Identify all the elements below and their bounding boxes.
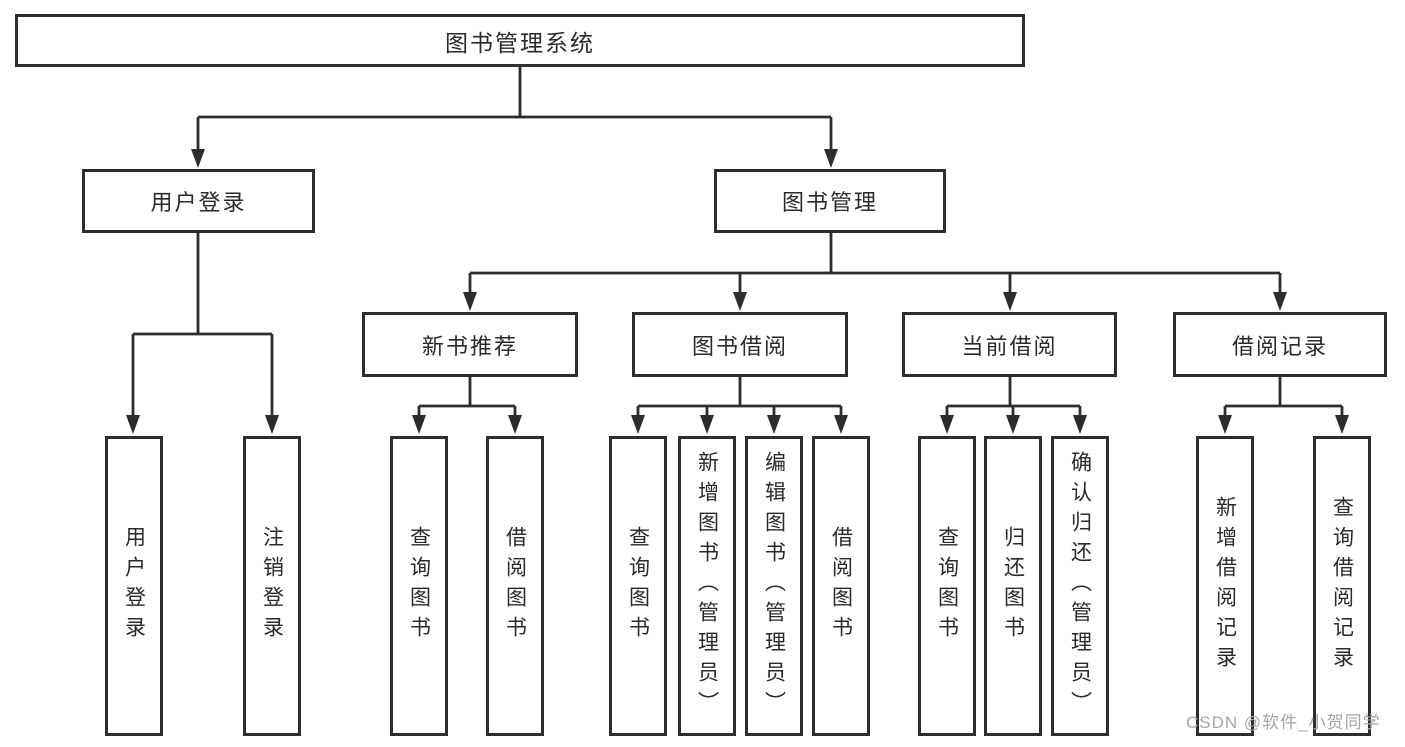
node-user-login: 用户登录 (82, 169, 315, 233)
leaf-query-books-3: 查询图书 (918, 436, 976, 736)
leaf-borrow-books-2: 借阅图书 (812, 436, 870, 736)
node-label: 图书管理系统 (445, 29, 595, 56)
leaf-logout: 注销登录 (243, 436, 301, 736)
leaf-query-books-1: 查询图书 (390, 436, 448, 736)
leaf-confirm-return-admin: 确认归还（管理员） (1051, 436, 1109, 736)
node-label: 借阅记录 (1231, 333, 1328, 359)
arrowhead-icons (126, 149, 1349, 434)
node-label: 用户登录 (122, 526, 146, 646)
leaf-borrow-books-1: 借阅图书 (486, 436, 544, 736)
node-label: 查询借阅记录 (1330, 496, 1354, 676)
leaf-user-login: 用户登录 (105, 436, 163, 736)
node-label: 确认归还（管理员） (1068, 451, 1092, 721)
node-current-borrowing: 当前借阅 (902, 312, 1117, 377)
node-label: 编辑图书（管理员） (762, 451, 786, 721)
leaf-add-borrow-record: 新增借阅记录 (1196, 436, 1254, 736)
leaf-edit-books-admin: 编辑图书（管理员） (745, 436, 803, 736)
node-book-borrowing: 图书借阅 (632, 312, 848, 377)
node-label: 借阅图书 (503, 526, 527, 646)
leaf-query-borrow-record: 查询借阅记录 (1313, 436, 1371, 736)
node-library-management-system: 图书管理系统 (15, 14, 1025, 67)
leaf-add-books-admin: 新增图书（管理员） (678, 436, 736, 736)
node-label: 查询图书 (626, 526, 650, 646)
node-label: 当前借阅 (961, 333, 1058, 359)
node-label: 归还图书 (1001, 526, 1025, 646)
node-new-book-recommendation: 新书推荐 (362, 312, 578, 377)
leaf-query-books-2: 查询图书 (609, 436, 667, 736)
node-label: 图书管理 (781, 190, 878, 215)
node-label: 新书推荐 (421, 333, 518, 359)
node-borrowing-records: 借阅记录 (1173, 312, 1387, 377)
node-label: 查询图书 (407, 526, 431, 646)
node-label: 图书借阅 (691, 333, 788, 359)
watermark: CSDN @软件_小贺同学 (1186, 713, 1381, 732)
node-label: 注销登录 (260, 526, 284, 646)
node-book-management: 图书管理 (714, 169, 946, 233)
node-label: 新增借阅记录 (1213, 496, 1237, 676)
node-label: 查询图书 (935, 526, 959, 646)
node-label: 借阅图书 (829, 526, 853, 646)
node-label: 新增图书（管理员） (695, 451, 719, 721)
node-label: 用户登录 (150, 190, 247, 215)
leaf-return-books: 归还图书 (984, 436, 1042, 736)
